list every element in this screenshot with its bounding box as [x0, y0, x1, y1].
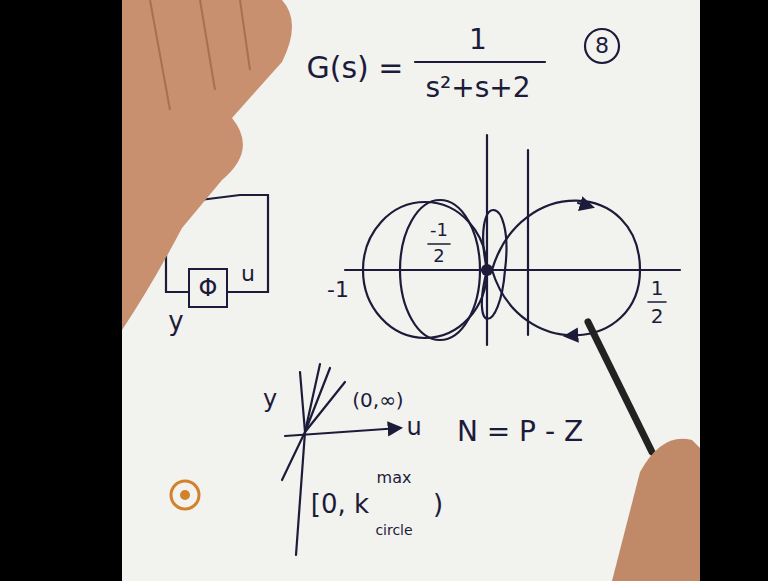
pen: [588, 322, 652, 452]
subscript: circle: [375, 522, 412, 538]
page-number-circle: [585, 29, 619, 63]
logo: [171, 481, 199, 509]
signal-name: u: [241, 261, 255, 286]
direction-arrow: [566, 335, 580, 336]
sector-bound: [0, k: [311, 490, 369, 520]
nyquist-formula: N = P - Z: [457, 416, 583, 448]
fraction-denominator: 2: [651, 305, 664, 328]
finger-creases: [150, 0, 250, 110]
transfer-function-lhs: G(s) =: [307, 51, 404, 86]
axis-value: -1: [327, 277, 349, 302]
fraction-bar: [415, 61, 545, 63]
left-hand: [122, 0, 292, 330]
sector-bound: ): [433, 490, 443, 520]
fraction-numerator: 1: [651, 277, 664, 300]
real-axis: [345, 269, 680, 271]
inner-circle: [400, 200, 480, 340]
page-number: 8: [595, 33, 609, 58]
u-axis: [285, 428, 400, 436]
axis-name: u: [406, 414, 421, 442]
nonlinearity-block: Φ: [188, 268, 228, 308]
right-hand: [612, 439, 700, 581]
signal-name: y: [168, 307, 183, 337]
denominator: s²+s+2: [425, 72, 530, 104]
logo-center: [180, 490, 190, 500]
ink-drawing: [166, 29, 680, 555]
fraction-numerator: -1: [430, 220, 448, 241]
paper-sheet: [122, 0, 700, 581]
sector-label: (0,∞): [352, 389, 403, 412]
numerator: 1: [469, 24, 487, 56]
sector-line: [282, 432, 305, 480]
block-symbol: Φ: [199, 275, 218, 301]
fraction-bar: [428, 243, 450, 245]
superscript: max: [377, 469, 412, 487]
vertical-line: [527, 150, 529, 335]
nyquist-loop: [492, 201, 640, 336]
fraction-denominator: 2: [433, 246, 444, 267]
fraction-bar: [648, 301, 666, 303]
y-axis: [300, 372, 305, 432]
direction-arrow: [578, 203, 592, 207]
axis-name: y: [263, 386, 277, 414]
wire: [228, 195, 268, 292]
sector-line: [305, 364, 320, 432]
imaginary-axis: [486, 135, 488, 345]
origin-dot: [481, 264, 493, 276]
